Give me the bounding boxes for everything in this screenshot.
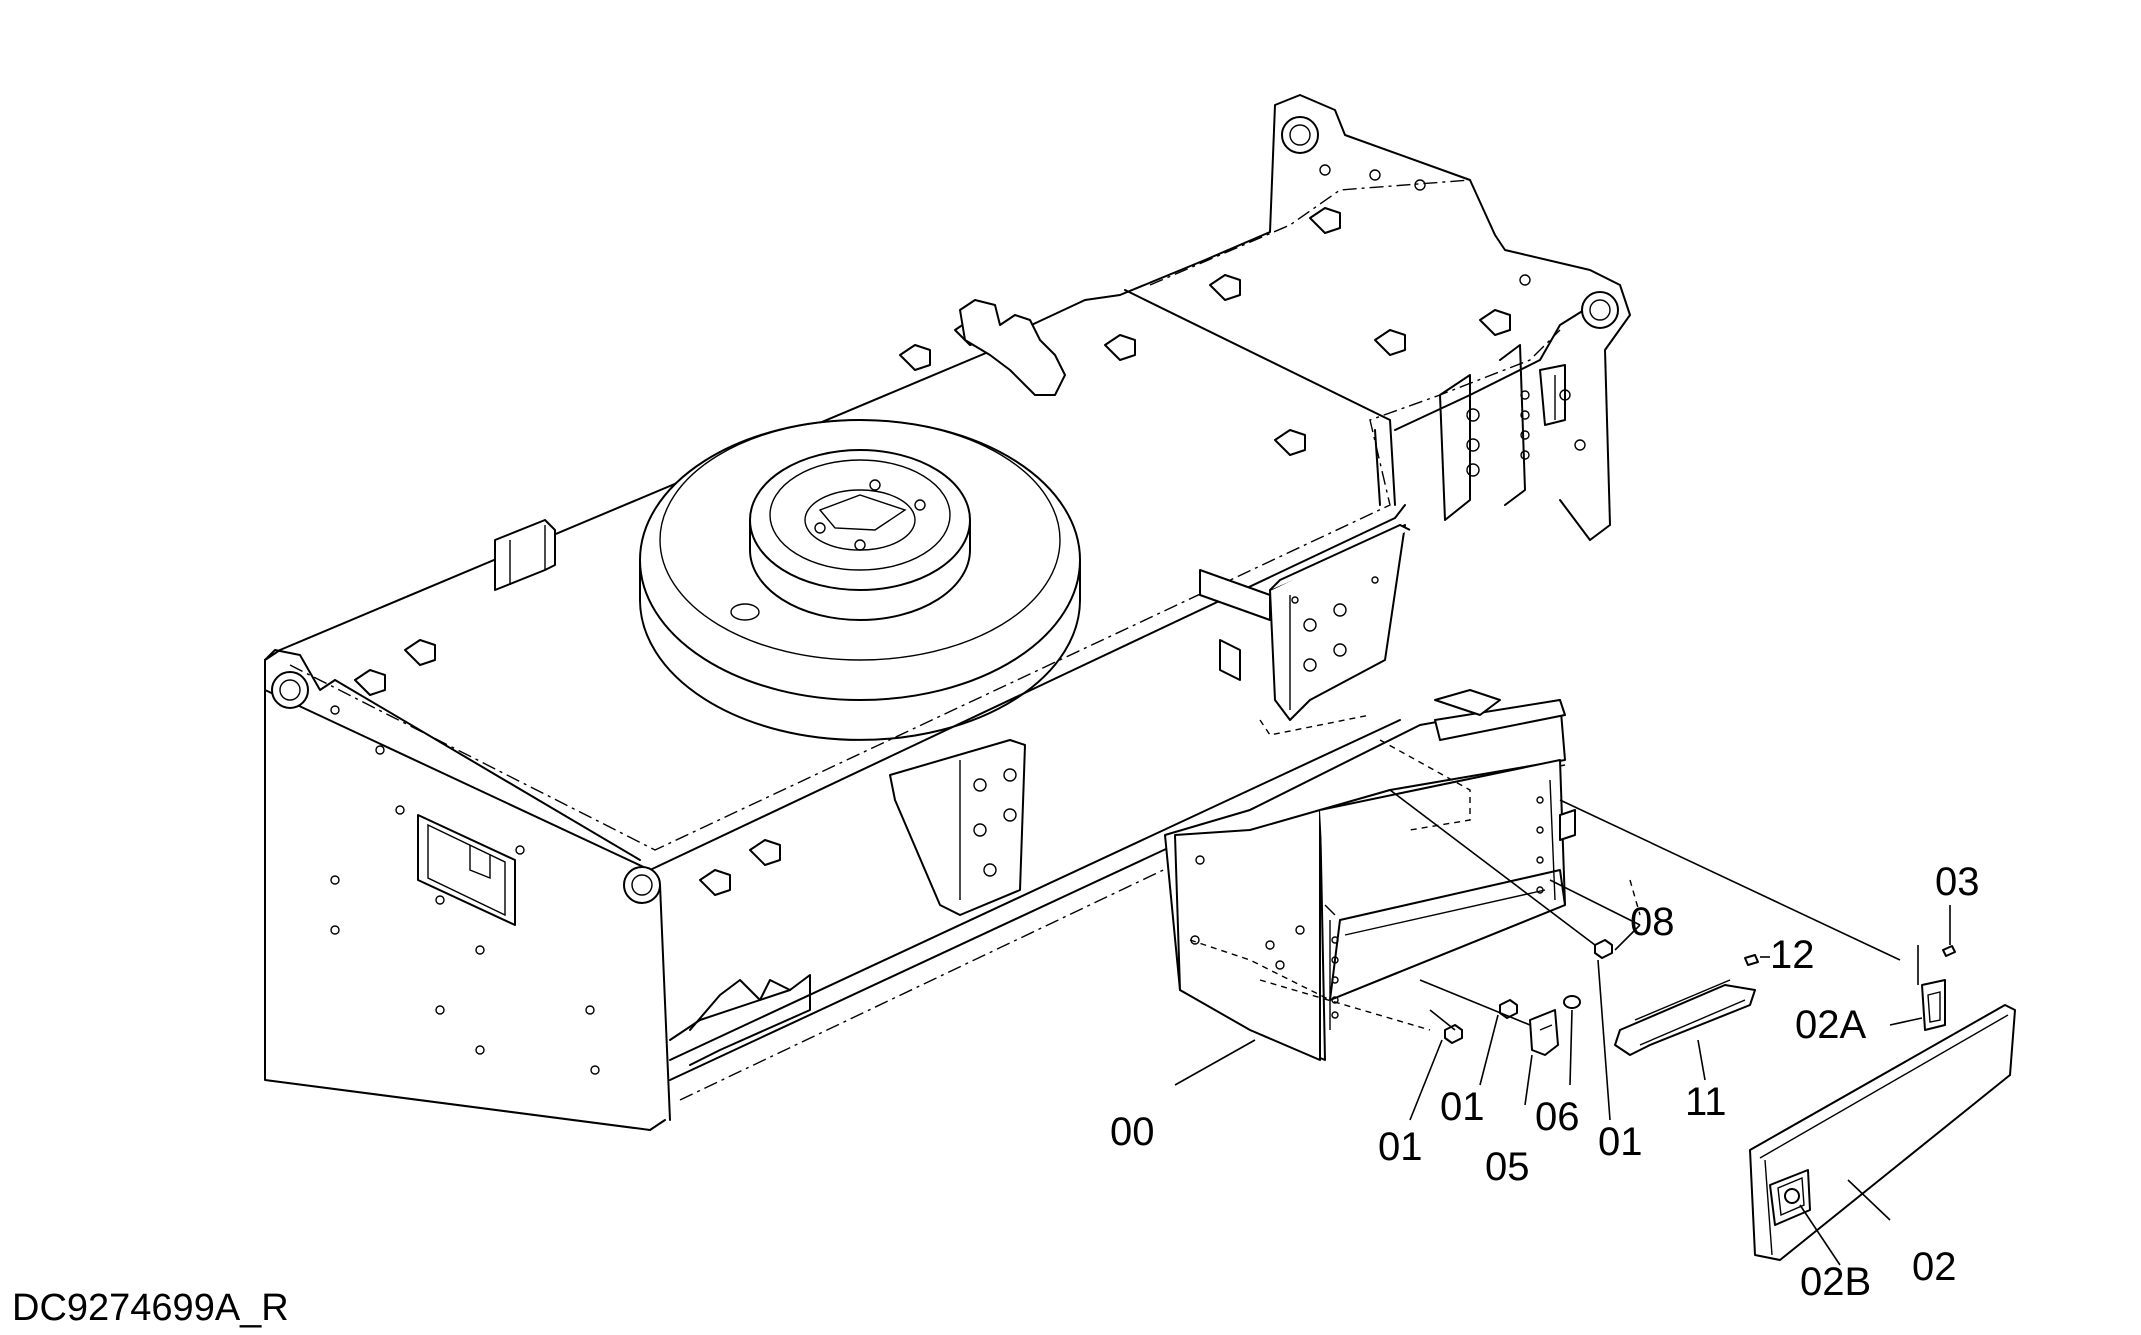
drawing-id: DC9274699A_R (12, 1287, 289, 1329)
callout-12: 12 (1770, 933, 1815, 977)
upper-frame (264, 94, 1631, 1131)
tool-box (1164, 689, 1576, 1061)
small-parts (1444, 939, 2016, 1261)
callout-11: 11 (1685, 1080, 1727, 1124)
callout-01: 01 (1378, 1125, 1423, 1169)
bolt-01-b (1499, 999, 1518, 1019)
callout-00: 00 (1110, 1110, 1155, 1154)
bolt-01-a (1444, 1024, 1463, 1044)
bolt-01-c (1594, 939, 1613, 959)
callout-02a: 02A (1795, 1003, 1866, 1047)
callout-labels: 00 01 01 01 02 02A 02B 03 05 06 08 11 12 (1110, 860, 1980, 1304)
leader-lines (1174, 789, 1951, 1266)
swing-bearing (639, 419, 1081, 741)
callout-01: 01 (1440, 1085, 1485, 1129)
mounting-plates (889, 524, 1411, 916)
callout-01: 01 (1598, 1120, 1643, 1164)
callout-03: 03 (1935, 860, 1980, 904)
callout-06: 06 (1535, 1095, 1580, 1139)
callout-02b: 02B (1800, 1260, 1871, 1304)
callout-08: 08 (1630, 900, 1675, 944)
lid-02 (1749, 1004, 2016, 1261)
callout-02: 02 (1912, 1245, 1957, 1289)
callout-05: 05 (1485, 1145, 1530, 1189)
